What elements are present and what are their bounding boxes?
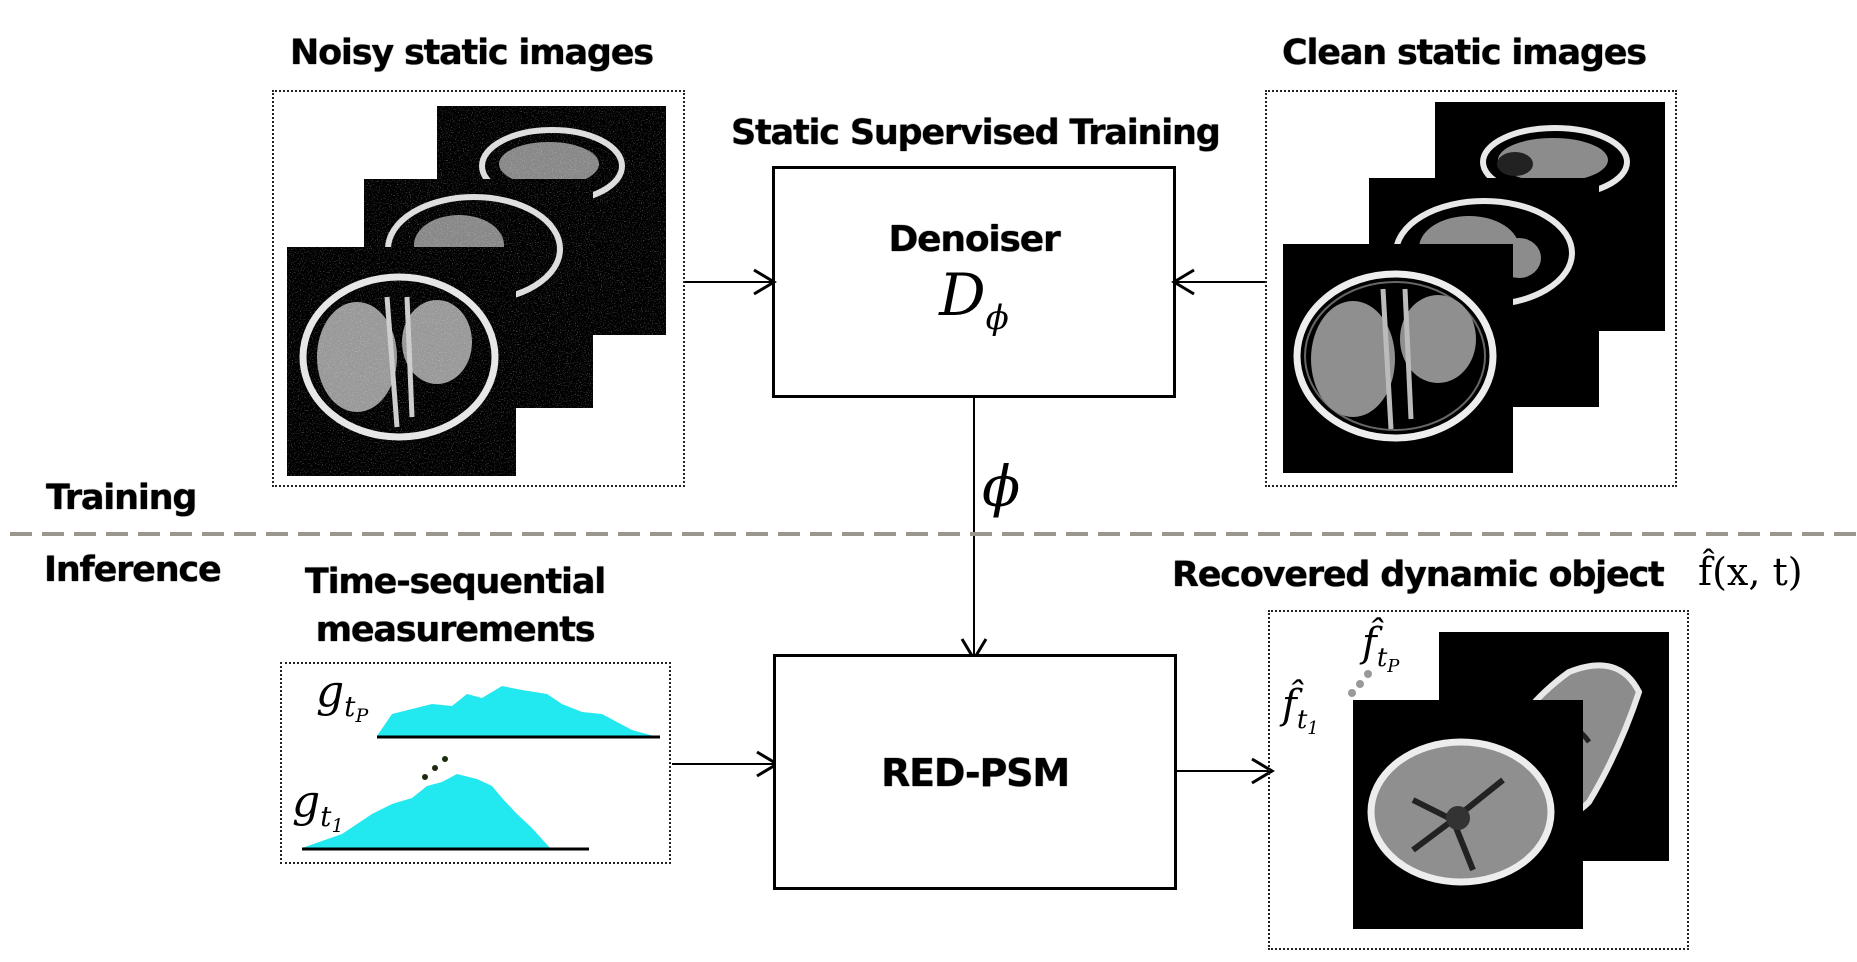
- recovered-slice-front: [1353, 700, 1583, 929]
- recovered-math: f̂(x, t): [1698, 550, 1803, 594]
- red-psm-box: RED-PSM: [773, 654, 1177, 890]
- measurements-title: Time-sequential measurements: [304, 562, 606, 650]
- clean-images-frame: [1265, 90, 1677, 487]
- phi-label: ϕ: [982, 455, 1021, 520]
- recovered-dots: [1348, 670, 1372, 697]
- g-top-label: gtP: [316, 666, 369, 727]
- clean-slice-front: [1283, 244, 1513, 473]
- supervised-training-title: Static Supervised Training: [731, 113, 1221, 153]
- measurement-bottom-profile: [302, 774, 550, 848]
- noisy-images-title: Noisy static images: [290, 33, 654, 73]
- denoiser-label: Denoiser: [888, 219, 1061, 260]
- f-top-label: f̂tP: [1362, 620, 1400, 677]
- measurements-frame: gtP gt1: [280, 662, 671, 864]
- red-psm-label: RED-PSM: [881, 751, 1070, 795]
- g-bottom-label: gt1: [292, 776, 344, 837]
- noisy-slice-front: [287, 247, 516, 476]
- training-label: Training: [46, 478, 197, 518]
- measurement-top-profile: [377, 686, 654, 736]
- inference-label: Inference: [44, 550, 222, 590]
- clean-images-title: Clean static images: [1282, 33, 1647, 73]
- denoiser-symbol: Dϕ: [939, 261, 1009, 338]
- f-bottom-label: f̂t1: [1282, 682, 1319, 739]
- measurement-plots: [302, 686, 660, 851]
- recovered-title: Recovered dynamic object: [1172, 555, 1665, 595]
- denoiser-box: Denoiser Dϕ: [772, 166, 1176, 398]
- noisy-images-frame: [272, 90, 685, 487]
- recovered-frame: f̂tP f̂t1: [1268, 610, 1689, 950]
